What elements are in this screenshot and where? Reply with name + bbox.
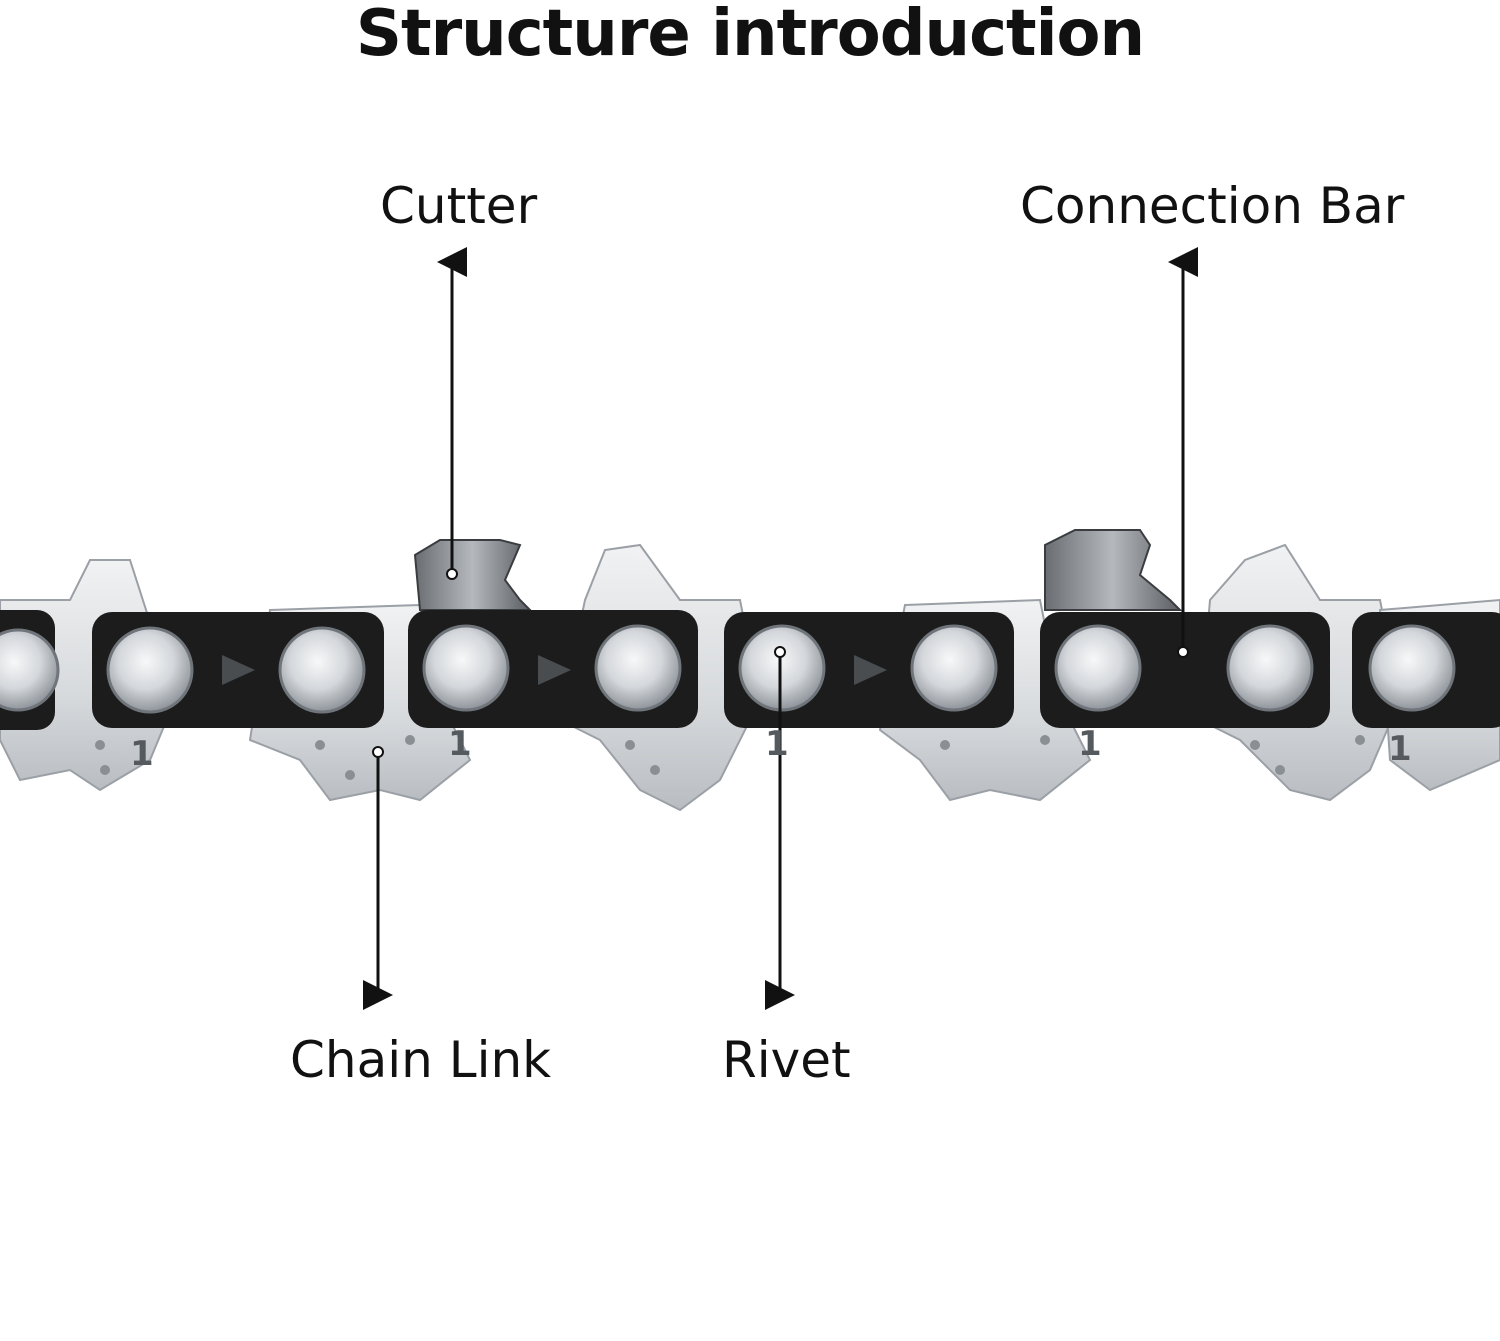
cutter-2 xyxy=(1044,529,1183,611)
rivets xyxy=(0,624,1456,714)
rivet-7 xyxy=(1054,624,1142,712)
rivet-6 xyxy=(910,624,998,712)
link-number-3: 1 xyxy=(765,724,789,764)
cutters xyxy=(413,529,1183,611)
link-number-5: 1 xyxy=(1388,729,1412,769)
rivet-3 xyxy=(422,624,510,712)
leader-lines xyxy=(363,247,1198,1010)
label-chain-link: Chain Link xyxy=(290,1031,552,1089)
rivet-1 xyxy=(106,626,194,714)
rivet-5 xyxy=(738,624,826,712)
rivet-8 xyxy=(1226,624,1314,712)
leader-dots xyxy=(372,568,1189,758)
plate-holes xyxy=(95,735,1365,780)
link-number-2: 1 xyxy=(448,724,472,764)
rivet-9 xyxy=(1368,624,1456,712)
label-cutter: Cutter xyxy=(380,177,538,235)
label-rivet: Rivet xyxy=(722,1031,851,1089)
strap-triangles xyxy=(222,655,887,685)
rivet-4 xyxy=(594,624,682,712)
link-number-4: 1 xyxy=(1078,724,1102,764)
link-number-1: 1 xyxy=(130,734,154,774)
cutter-1 xyxy=(413,539,533,611)
rivet-2 xyxy=(278,626,366,714)
rivet-0 xyxy=(0,628,60,712)
link-numbers: 1 1 1 1 1 xyxy=(130,724,1412,774)
label-connection-bar: Connection Bar xyxy=(1020,177,1405,235)
page-title: Structure introduction xyxy=(355,0,1145,71)
